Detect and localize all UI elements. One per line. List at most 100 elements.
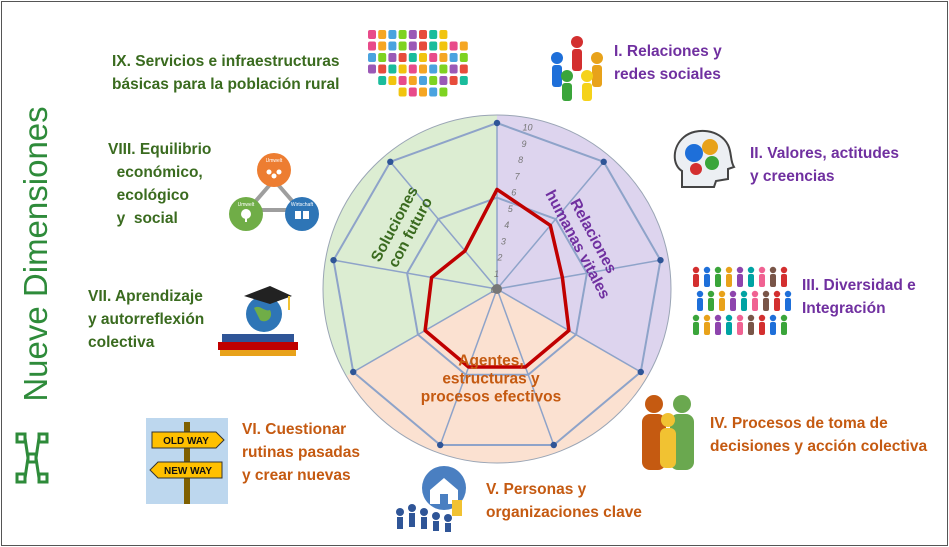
infra-glyph bbox=[378, 64, 387, 74]
infra-glyph bbox=[459, 41, 468, 51]
infra-glyph bbox=[378, 30, 387, 39]
person-body bbox=[737, 322, 743, 335]
person-body bbox=[741, 298, 747, 311]
network-nodes-icon bbox=[15, 432, 49, 484]
infra-glyph bbox=[429, 41, 438, 51]
dimension-label-9: IX. Servicios e infraestructuras básicas… bbox=[112, 53, 340, 93]
axis-line-8 bbox=[333, 259, 498, 290]
axis-dot-5 bbox=[550, 441, 557, 449]
infra-glyph bbox=[398, 64, 407, 74]
infra-glyph bbox=[388, 41, 397, 51]
sustainability-label-2: Umwelt bbox=[238, 202, 255, 208]
head-gears-icon bbox=[673, 129, 736, 188]
person-body bbox=[759, 322, 765, 335]
person-body bbox=[763, 298, 769, 311]
profile-point-7 bbox=[423, 329, 427, 332]
person-head bbox=[747, 266, 755, 274]
sector-relaciones bbox=[497, 115, 671, 376]
infra-glyph bbox=[398, 53, 407, 62]
sustainability-triangle-icon: Umwelt Umwelt Wirtschaft bbox=[229, 153, 319, 231]
profile-point-1 bbox=[495, 187, 499, 191]
diverse-people-icon bbox=[692, 266, 792, 335]
infra-glyph bbox=[388, 53, 397, 62]
infra-glyph bbox=[388, 64, 397, 74]
old-new-way-sign-icon: OLD WAY NEW WAY bbox=[146, 418, 228, 504]
infra-glyph bbox=[368, 30, 376, 39]
people-circle-icon bbox=[551, 36, 603, 101]
dimension-label-2: II. Valores, actitudes y creencias bbox=[750, 145, 900, 185]
center-dot bbox=[492, 284, 502, 294]
person-head bbox=[714, 314, 722, 322]
dimension-label-8: VIII. Equilibrio económico, ecológico y … bbox=[108, 141, 212, 227]
infra-glyph bbox=[408, 64, 417, 74]
person-head bbox=[769, 266, 777, 274]
person-body bbox=[693, 274, 699, 287]
scale-tick-8: 8 bbox=[518, 155, 523, 165]
person-head bbox=[703, 266, 711, 274]
infra-glyph bbox=[429, 76, 438, 85]
infra-glyph bbox=[368, 64, 376, 74]
sector-soluciones bbox=[323, 115, 497, 376]
infra-glyph bbox=[459, 76, 468, 85]
infra-glyph bbox=[429, 64, 438, 74]
graduation-globe-books-icon bbox=[218, 286, 298, 356]
person-body bbox=[781, 274, 787, 287]
person-head bbox=[725, 266, 733, 274]
person-body bbox=[719, 298, 725, 311]
profile-point-8 bbox=[430, 275, 434, 279]
person-body bbox=[781, 322, 787, 335]
infra-glyph bbox=[398, 87, 407, 97]
profile-point-9 bbox=[463, 249, 467, 253]
infra-glyph bbox=[378, 76, 387, 85]
person-head bbox=[740, 290, 748, 298]
person-head bbox=[762, 290, 770, 298]
infra-glyph bbox=[459, 64, 468, 74]
person-body bbox=[715, 322, 721, 335]
infra-glyph bbox=[378, 41, 387, 51]
person-body bbox=[748, 322, 754, 335]
infra-glyph bbox=[408, 30, 417, 39]
outer-circle bbox=[322, 114, 672, 464]
person-body bbox=[770, 274, 776, 287]
profile-point-6 bbox=[467, 365, 471, 369]
person-head bbox=[747, 314, 755, 322]
infra-glyph bbox=[368, 41, 376, 51]
person-head bbox=[725, 314, 733, 322]
infra-glyph bbox=[449, 64, 458, 74]
axis-dot-9 bbox=[387, 158, 394, 166]
infra-glyph bbox=[449, 76, 458, 85]
person-head bbox=[718, 290, 726, 298]
scale-tick-5: 5 bbox=[508, 204, 514, 214]
axis-dot-8 bbox=[330, 256, 337, 264]
infra-glyph bbox=[459, 53, 468, 62]
scale-tick-6: 6 bbox=[511, 188, 516, 198]
profile-point-5 bbox=[523, 365, 527, 369]
infrastructure-icons-map-icon bbox=[368, 30, 468, 97]
person-head bbox=[773, 290, 781, 298]
infra-glyph bbox=[419, 76, 427, 85]
scale-tick-9: 9 bbox=[522, 139, 527, 149]
scale-tick-1: 1 bbox=[494, 269, 499, 279]
infra-glyph bbox=[449, 53, 458, 62]
infra-glyph bbox=[408, 53, 417, 62]
infra-glyph bbox=[398, 30, 407, 39]
infra-glyph bbox=[439, 87, 448, 97]
dimension-label-3: III. Diversidad e Integración bbox=[802, 277, 916, 317]
infra-glyph bbox=[388, 30, 397, 39]
person-body bbox=[704, 322, 710, 335]
person-head bbox=[714, 266, 722, 274]
axis-dot-1 bbox=[493, 119, 501, 127]
dimension-label-7: VII. Aprendizaje y autorreflexión colect… bbox=[88, 288, 205, 351]
scale-tick-10: 10 bbox=[523, 123, 533, 133]
profile-point-4 bbox=[567, 329, 571, 332]
person-body bbox=[785, 298, 791, 311]
dimension-label-5: V. Personas y organizaciones clave bbox=[486, 481, 642, 521]
person-body bbox=[726, 322, 732, 335]
sustainability-label-1: Umwelt bbox=[266, 158, 283, 164]
person-head bbox=[692, 266, 700, 274]
profile-point-2 bbox=[548, 223, 552, 227]
axis-line-3 bbox=[496, 259, 661, 290]
person-head bbox=[780, 266, 788, 274]
